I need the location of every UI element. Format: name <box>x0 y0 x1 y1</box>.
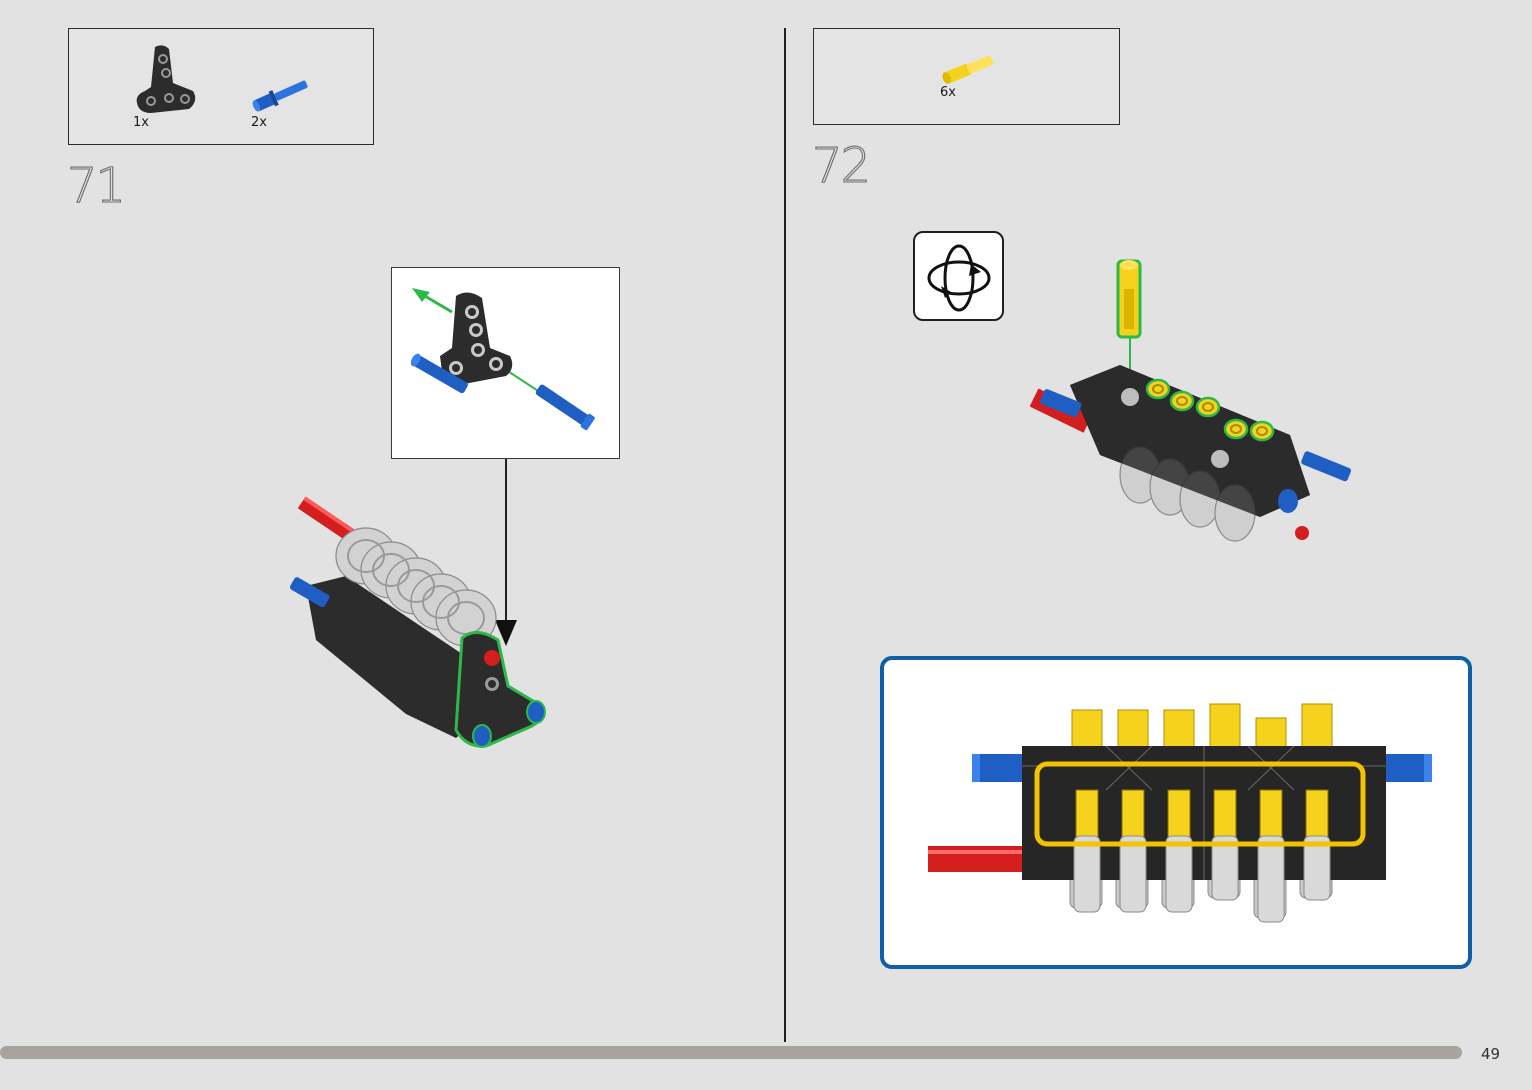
axle-pin-quantity: 2x <box>251 115 267 130</box>
detail-view-frame <box>880 656 1472 969</box>
step-71-assembly-illustration <box>286 490 556 756</box>
friction-pin-quantity: 6x <box>940 85 956 100</box>
step-number-71: 71 <box>67 158 124 214</box>
parts-list-step-71: 1x 2x <box>68 28 374 145</box>
t-beam-quantity: 1x <box>133 115 149 130</box>
step-72-assembly-illustration <box>1030 255 1360 555</box>
blue-axle-pin-part-icon <box>249 75 313 115</box>
rotate-model-box <box>913 231 1004 321</box>
callout-assembly-illustration <box>392 268 618 457</box>
progress-bar <box>0 1046 1462 1059</box>
page-number: 49 <box>1481 1045 1500 1063</box>
yellow-friction-pin-part-icon <box>938 53 1000 85</box>
step-71-callout <box>391 267 620 459</box>
parts-list-step-72: 6x <box>813 28 1120 125</box>
rotate-model-icon <box>921 238 997 314</box>
black-t-beam-part-icon <box>133 43 203 115</box>
insert-arrow-icon <box>412 288 430 302</box>
detail-view-illustration <box>884 660 1468 965</box>
page-divider <box>784 28 786 1042</box>
step-number-72: 72 <box>812 138 869 194</box>
